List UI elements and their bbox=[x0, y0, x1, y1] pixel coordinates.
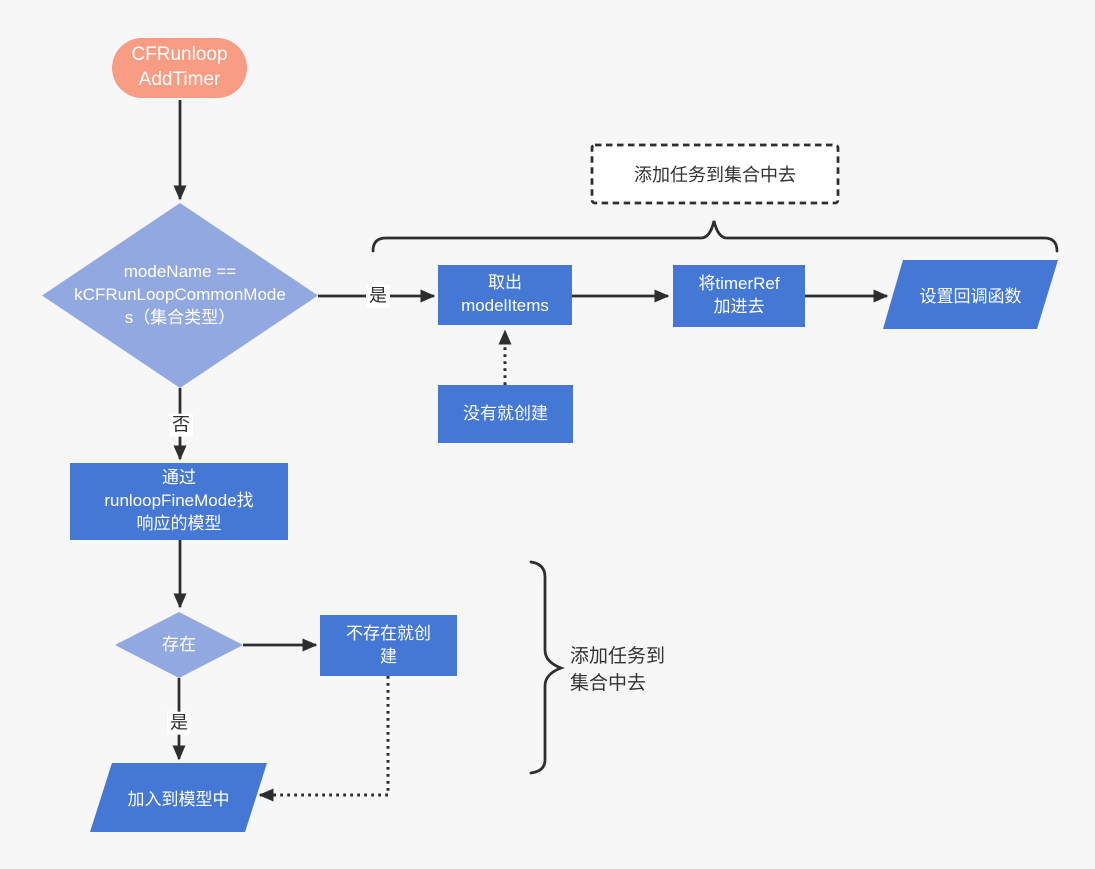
right-vertical-brace bbox=[529, 560, 565, 775]
node-create-if-not-exists: 不存在就创 建 bbox=[320, 615, 457, 676]
edge-dotted-create-to-add-to-model bbox=[258, 676, 390, 802]
edge-label-yes-exists: 是 bbox=[167, 711, 191, 735]
brace-note-label: 添加任务到 集合中去 bbox=[570, 646, 666, 694]
node-add-timerref: 将timerRef 加进去 bbox=[673, 265, 805, 327]
node-take-out-modelitems: 取出 modelItems bbox=[438, 265, 572, 325]
node-start-terminal: CFRunloop AddTimer bbox=[112, 38, 247, 98]
node-set-callback-parallelogram: 设置回调函数 bbox=[883, 260, 1058, 329]
node-find-model: 通过 runloopFineMode找 响应的模型 bbox=[70, 463, 288, 540]
edge-label-yes-common: 是 bbox=[366, 284, 390, 308]
top-note-dashed-box: 添加任务到集合中去 bbox=[592, 145, 838, 203]
node-add-to-model-parallelogram: 加入到模型中 bbox=[90, 763, 267, 832]
node-create-if-missing: 没有就创建 bbox=[438, 385, 573, 443]
edge-label-no-common: 否 bbox=[169, 413, 193, 437]
top-horizontal-brace bbox=[371, 220, 1059, 253]
top-note-dashed-border bbox=[590, 143, 840, 205]
